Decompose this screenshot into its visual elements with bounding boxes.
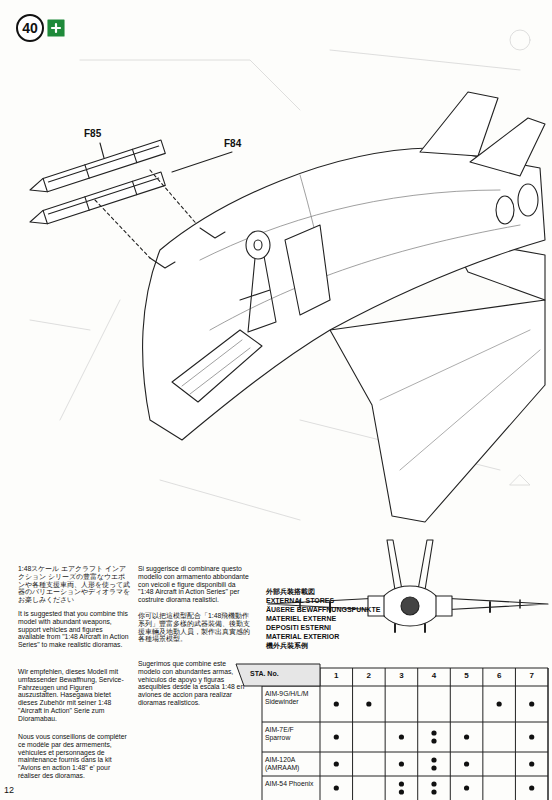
fuselage xyxy=(143,148,545,440)
part-number: F84 xyxy=(224,138,241,149)
leader-line xyxy=(100,143,104,158)
table-dot xyxy=(529,701,534,706)
note-text: Sugerimos que combine este modelo con ab… xyxy=(138,660,250,707)
step-icon xyxy=(48,20,64,36)
table-dot xyxy=(399,789,404,794)
row-header: AIM-54 Phoenix xyxy=(265,780,318,788)
row-header: AIM-7E/F Sparrow xyxy=(265,726,318,742)
table-dot xyxy=(431,789,436,794)
wheel xyxy=(246,231,270,259)
table-dot xyxy=(334,785,339,790)
table-dot xyxy=(464,785,469,790)
row-header: AIM-120A (AMRAAM) xyxy=(265,756,318,772)
table-heading: DEPOSITI ESTERNI xyxy=(266,624,331,632)
note-text: Si suggerisce di combinare questo modell… xyxy=(138,565,250,604)
table-dot xyxy=(529,785,534,790)
step-number-circle: 40 xyxy=(16,14,44,42)
station-number: 4 xyxy=(418,672,451,681)
intake xyxy=(172,330,262,402)
table-dot xyxy=(399,734,404,739)
note-text: Nous vous conseillons de compléter ce mo… xyxy=(18,733,130,780)
station-number: 3 xyxy=(385,672,418,681)
table-dot xyxy=(431,730,436,735)
station-number: 2 xyxy=(353,672,386,681)
landing-gear xyxy=(240,256,276,332)
note-text: It is suggested that you combine this mo… xyxy=(18,610,130,649)
table-heading: ÄUßERE BEWAFFNUNGSPUNKTE xyxy=(266,606,380,614)
table-dot xyxy=(464,734,469,739)
table-dot xyxy=(431,738,436,743)
leader-line xyxy=(172,152,232,172)
table-heading: MATERIEL EXTERNE xyxy=(266,615,336,623)
pylon xyxy=(150,228,225,268)
tail-fin xyxy=(470,118,545,176)
note-text: 1:48スケール エアクラフト インアクション シリーズの豊富なウエポンや各種支… xyxy=(18,565,130,604)
step-icon-mark xyxy=(52,24,60,32)
table-heading: 機外兵裝系例 xyxy=(266,642,308,650)
table-heading: 外部兵装搭載図 xyxy=(266,588,315,596)
table-dot xyxy=(334,701,339,706)
table-dot xyxy=(399,761,404,766)
station-number: 7 xyxy=(515,672,548,681)
table-dot xyxy=(431,781,436,786)
gear-door xyxy=(285,225,330,315)
table-dot xyxy=(529,761,534,766)
row-header: AIM-9G/H/L/M Sidewinder xyxy=(265,690,318,706)
table-dot xyxy=(497,701,502,706)
table-dot xyxy=(529,734,534,739)
wing xyxy=(330,300,545,522)
table-dots xyxy=(334,701,535,794)
station-number: 5 xyxy=(450,672,483,681)
table-dot xyxy=(366,701,371,706)
table-heading: EXTERNAL STORES xyxy=(266,597,334,605)
page-number: 12 xyxy=(4,786,14,796)
step-number: 40 xyxy=(22,20,38,36)
table-dot xyxy=(399,781,404,786)
station-number: 6 xyxy=(483,672,516,681)
table-dot xyxy=(334,761,339,766)
column-header: STA. No. xyxy=(250,670,279,678)
table-dot xyxy=(464,761,469,766)
part-number: F85 xyxy=(84,128,101,139)
table-heading: MATERIAL EXTERIOR xyxy=(266,633,339,641)
stores-table xyxy=(236,664,548,800)
table-dot xyxy=(431,765,436,770)
note-text: 你可以把這模型配合「1:48飛機動作系列」豐富多樣的武器裝備、後勤支援車輛及地勤… xyxy=(138,612,250,643)
table-dot xyxy=(334,734,339,739)
phoenix-pallet xyxy=(28,172,165,229)
note-text: Wir empfehlen, dieses Modell mit umfasse… xyxy=(18,668,130,723)
tail-fin xyxy=(420,92,498,156)
table-dot xyxy=(431,757,436,762)
station-number: 1 xyxy=(320,672,353,681)
